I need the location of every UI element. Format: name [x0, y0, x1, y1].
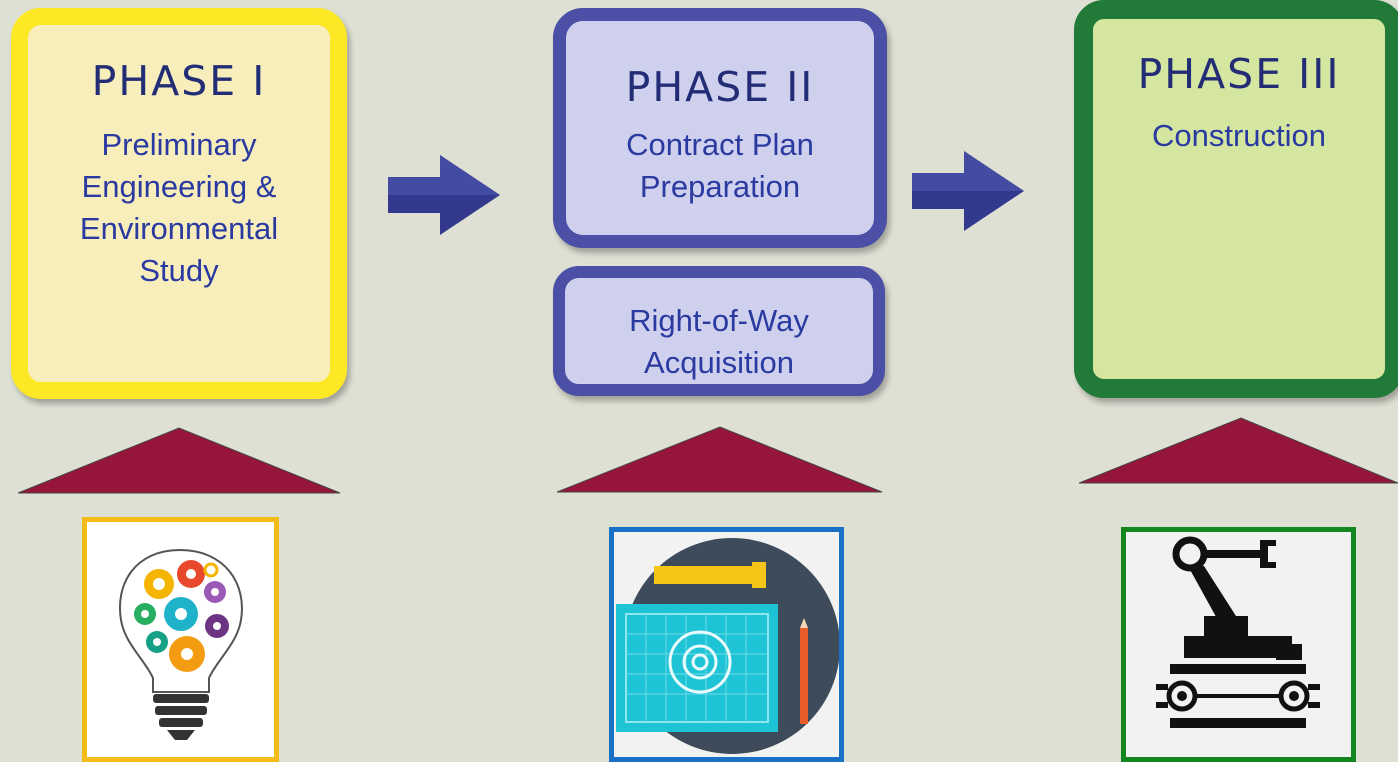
- right-of-way-line-1: Right-of-Way: [629, 303, 809, 338]
- blueprint-gear-frame: [609, 527, 844, 762]
- right-of-way-line-2: Acquisition: [644, 345, 794, 380]
- phase-2-box: PHASE II Contract Plan Preparation: [553, 8, 887, 248]
- phase-1-line-2: Engineering &: [81, 169, 277, 204]
- phase-2-line-1: Contract Plan: [626, 127, 814, 162]
- lightbulb-gears-icon: [119, 548, 243, 740]
- phase-1-title: PHASE I: [91, 57, 267, 105]
- robot-arm-tank-icon: [1126, 532, 1351, 757]
- phase-3-title: PHASE III: [1137, 50, 1341, 98]
- arrow-right-icon: [912, 151, 1024, 231]
- blueprint-gear-icon: [614, 532, 839, 757]
- phase-1-box: PHASE I Preliminary Engineering & Enviro…: [11, 8, 347, 399]
- phase-2-title: PHASE II: [625, 63, 815, 111]
- phase-2-line-2: Preparation: [639, 169, 801, 204]
- lightbulb-gears-frame: [82, 517, 279, 762]
- phase-3-box: PHASE III Construction: [1074, 0, 1398, 398]
- triangle-pointer-1: [18, 427, 341, 494]
- robot-arm-tank-frame: [1121, 527, 1356, 762]
- phase-1-line-3: Environmental: [79, 211, 279, 246]
- phase-1-line-1: Preliminary: [101, 127, 257, 162]
- triangle-pointer-2: [557, 426, 883, 493]
- phase-1-line-4: Study: [139, 253, 219, 288]
- triangle-pointer-3: [1079, 417, 1398, 484]
- arrow-right-icon: [388, 155, 500, 235]
- right-of-way-box: Right-of-Way Acquisition: [553, 266, 885, 396]
- phase-3-line-1: Construction: [1151, 118, 1327, 153]
